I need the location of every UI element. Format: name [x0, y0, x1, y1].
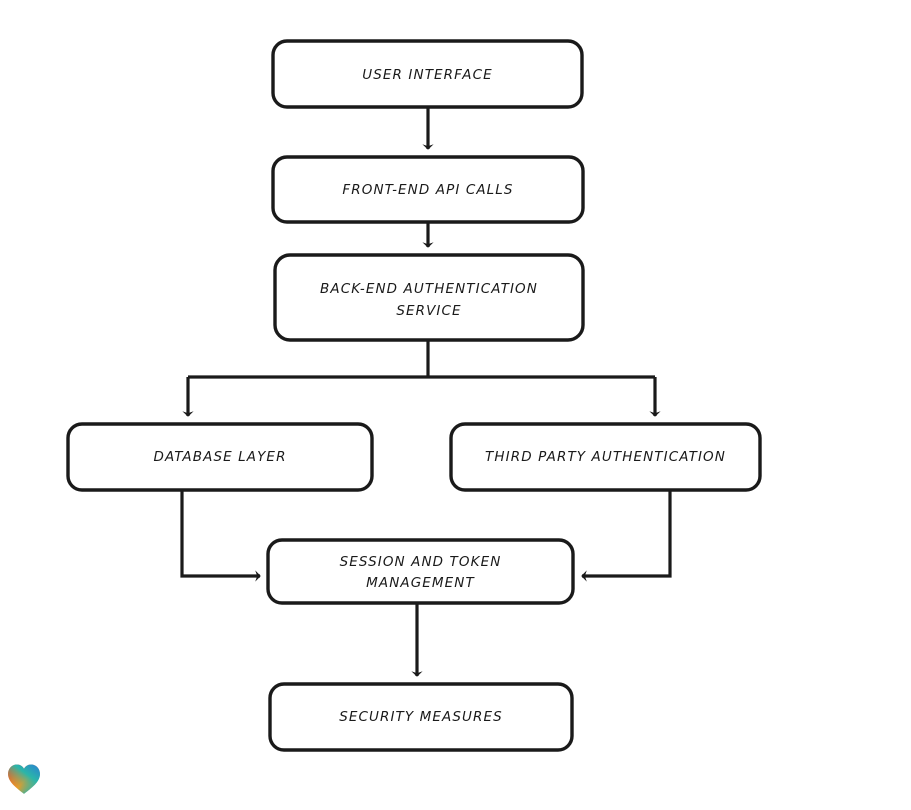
node-back-end-auth-service-shape[interactable]: [273, 253, 585, 342]
edge-third-party-to-session: [581, 490, 672, 582]
node-database-layer[interactable]: DATABASE LAYER: [66, 422, 374, 492]
node-back-end-auth-service-label-line1: BACK-END AUTHENTICATION: [320, 281, 538, 297]
node-security-measures-shape[interactable]: [268, 682, 574, 752]
node-third-party-auth-label: THIRD PARTY AUTHENTICATION: [485, 449, 726, 465]
edge-database-to-session: [180, 490, 261, 582]
node-session-token-management-shape[interactable]: [266, 538, 575, 605]
node-session-token-management-label-line1: SESSION AND TOKEN: [340, 554, 502, 570]
node-front-end-api-calls-label: FRONT-END API CALLS: [342, 182, 513, 198]
node-session-token-management-label-line2: MANAGEMENT: [366, 575, 475, 591]
heart-icon: [8, 764, 40, 794]
node-back-end-auth-service-label-line2: SERVICE: [396, 303, 461, 319]
node-security-measures-label: SECURITY MEASURES: [339, 709, 503, 725]
node-third-party-auth-shape[interactable]: [449, 422, 762, 492]
node-group: USER INTERFACE FRONT-END API CALLS BACK-…: [66, 39, 762, 752]
node-back-end-auth-service[interactable]: BACK-END AUTHENTICATION SERVICE: [273, 253, 585, 342]
node-session-token-management[interactable]: SESSION AND TOKEN MANAGEMENT: [266, 538, 575, 605]
node-user-interface[interactable]: USER INTERFACE: [271, 39, 584, 109]
node-database-layer-shape[interactable]: [66, 422, 374, 492]
heart-icon-highlight: [8, 764, 40, 794]
node-security-measures[interactable]: SECURITY MEASURES: [268, 682, 574, 752]
node-front-end-api-calls[interactable]: FRONT-END API CALLS: [271, 155, 585, 224]
node-user-interface-label: USER INTERFACE: [362, 67, 492, 83]
node-third-party-auth[interactable]: THIRD PARTY AUTHENTICATION: [449, 422, 762, 492]
edge-group: [180, 107, 672, 677]
node-front-end-api-calls-shape[interactable]: [271, 155, 585, 224]
node-database-layer-label: DATABASE LAYER: [153, 449, 286, 465]
heart-logo-watermark: [7, 763, 41, 795]
node-user-interface-shape[interactable]: [271, 39, 584, 109]
